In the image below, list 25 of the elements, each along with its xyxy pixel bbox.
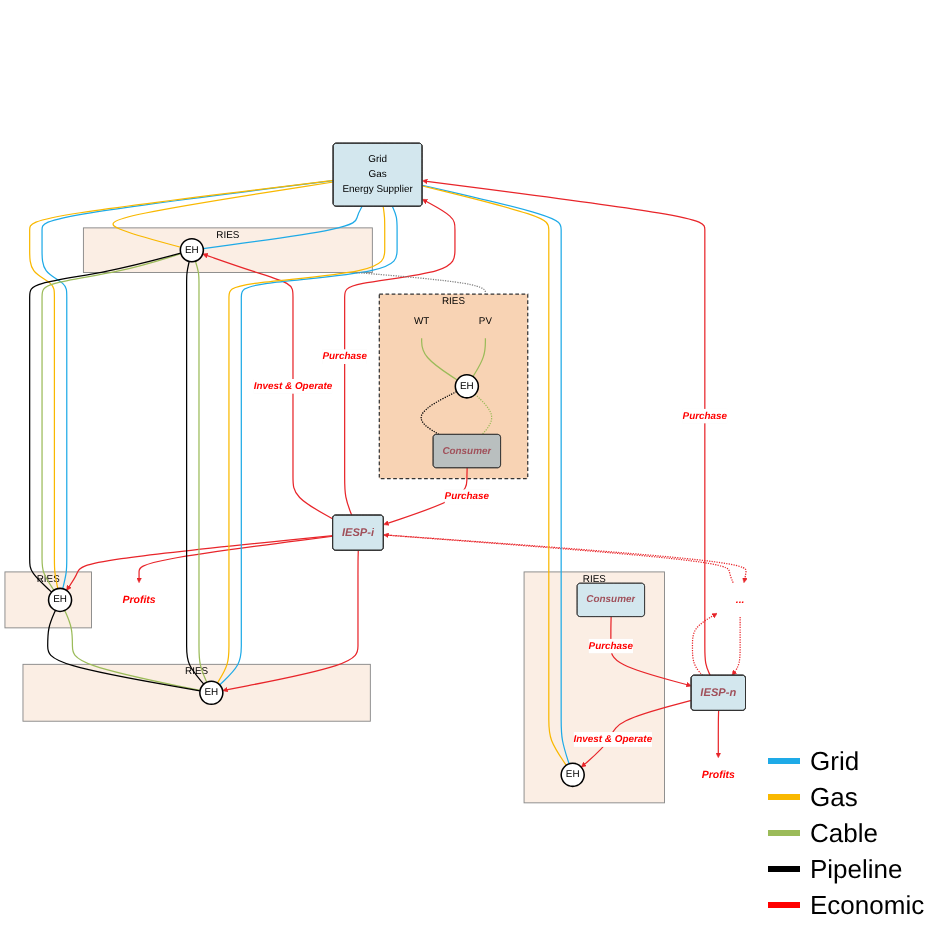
connector (186, 260, 205, 685)
arrow (422, 178, 711, 677)
connector (472, 337, 486, 378)
arrow (344, 199, 456, 516)
arrow (66, 534, 334, 591)
arrow (202, 253, 334, 520)
connector (420, 390, 458, 436)
legend-label: Gas (810, 782, 858, 812)
connector (202, 205, 363, 250)
legend-label: Grid (810, 746, 860, 776)
arrow (715, 710, 721, 758)
arrow (610, 616, 692, 688)
connector (421, 337, 458, 381)
connector (355, 271, 486, 295)
arrow (731, 616, 741, 676)
arrow (383, 467, 468, 526)
arrow (136, 535, 334, 583)
connector (112, 181, 335, 248)
legend-label: Cable (810, 818, 878, 848)
arrow (691, 613, 718, 677)
legend-label: Pipeline (810, 854, 903, 884)
connector (474, 393, 493, 436)
connector (194, 260, 208, 683)
legend-label: Economic (810, 890, 925, 920)
arrow (222, 549, 359, 693)
